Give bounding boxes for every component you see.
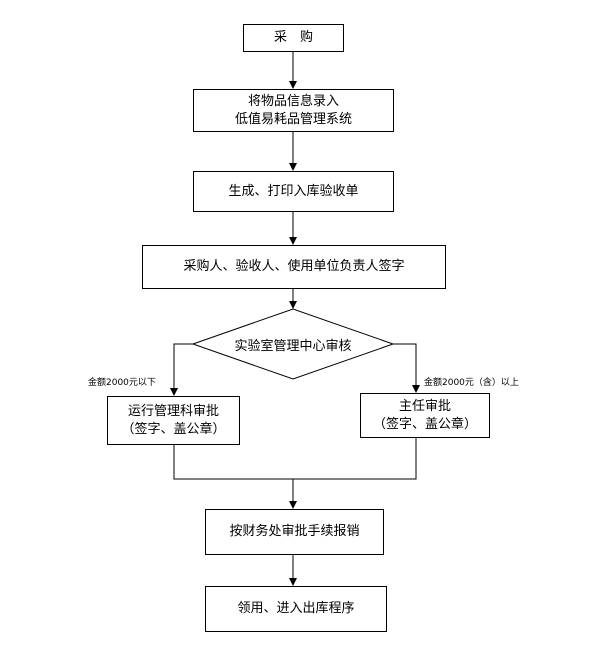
sign-box: 采购人、验收人、使用单位负责人签字: [142, 245, 446, 289]
connector-right-approve-to-merge: [293, 438, 417, 480]
right-approve-line1: 主任审批: [398, 398, 451, 414]
generate-label: 生成、打印入库验收单: [228, 183, 359, 199]
record-label-line1: 将物品信息录入: [247, 93, 339, 109]
record-label-line2: 低值易耗品管理系统: [234, 111, 352, 127]
right-branch-note: 金额2000元（含）以上: [424, 378, 519, 388]
generate-box: 生成、打印入库验收单: [193, 171, 394, 212]
left-approve-line1: 运行管理科审批: [127, 403, 219, 419]
reimburse-label: 按财务处审批手续报销: [229, 524, 360, 539]
purchase-box: 采 购: [243, 24, 344, 52]
connector-review-to-left-approve: [170, 343, 193, 396]
connector-review-to-right-approve: [393, 343, 420, 393]
reimburse-box: 按财务处审批手续报销: [205, 509, 384, 555]
left-branch-note: 金额2000元以下: [88, 378, 156, 388]
review-label: 实验室管理中心审核: [234, 339, 352, 354]
sign-label: 采购人、验收人、使用单位负责人签字: [183, 259, 405, 274]
connector-left-approve-to-merge: [173, 445, 293, 480]
left-approve-line2: （签字、盖公章）: [121, 421, 226, 437]
left-approve-box: 运行管理科审批 （签字、盖公章）: [107, 396, 240, 445]
right-approve-box: 主任审批 （签字、盖公章）: [360, 393, 490, 438]
record-box: 将物品信息录入 低值易耗品管理系统: [193, 89, 394, 132]
purchase-label: 采 购: [273, 30, 313, 45]
collect-label: 领用、进入出库程序: [237, 601, 355, 616]
review-decision-diamond: [191, 308, 395, 380]
collect-box: 领用、进入出库程序: [205, 586, 387, 632]
right-approve-line2: （签字、盖公章）: [372, 416, 477, 432]
